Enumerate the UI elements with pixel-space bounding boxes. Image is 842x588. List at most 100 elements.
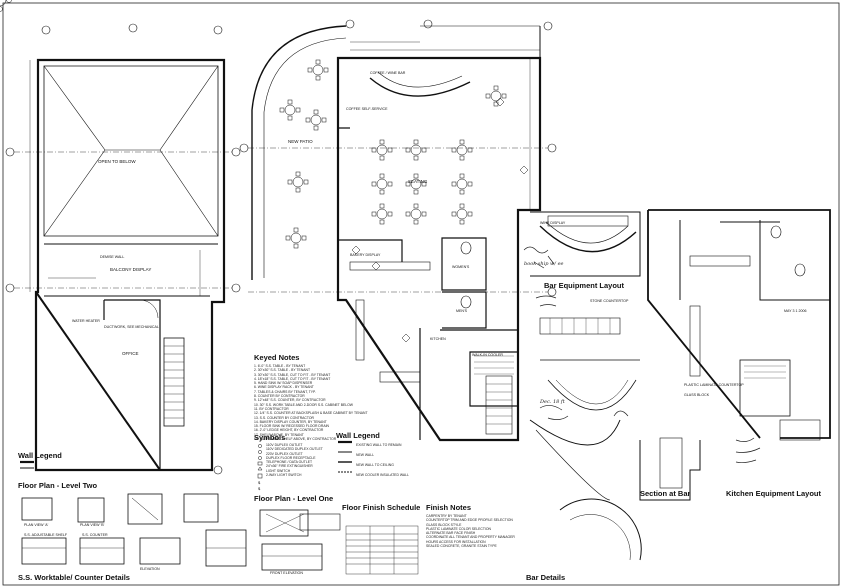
table-with-chairs (279, 99, 301, 121)
table-with-chairs (451, 203, 473, 225)
symbol-item: TELEPHONE / DATA OUTLET (266, 460, 313, 465)
keyed-note-bubbles (351, 97, 529, 343)
keyed-note-item: 3. 30"x30" S.S. TABLE, CUT TO FIT - BY T… (254, 372, 331, 377)
room-mens: MEN'S (456, 309, 468, 313)
label-date-stamp: MAY 3 1 2006 (784, 309, 807, 313)
keyed-note-item: 13. S.S. COUNTER BY CONTRACTOR (254, 415, 314, 420)
room-coffee-wine-bar: COFFEE / WINE BAR (370, 71, 406, 75)
room-seating: SEATING (408, 179, 428, 184)
floor-plan-level-one-drawing (239, 19, 557, 442)
symbol-item: 2-WAY LIGHT SWITCH (266, 473, 302, 478)
symbol-item: 110V DUPLEX OUTLET (266, 443, 303, 447)
keyed-note-item: 10. 30" S.S. WORK TABLE AND 2-DOOR S.S. … (254, 402, 353, 407)
label-front-elevation: FRONT ELEVATION (270, 571, 303, 575)
keyed-note-item: 5. HAND SINK W/ SOAP DISPENSER (254, 381, 313, 386)
room-womens: WOMEN'S (452, 265, 470, 269)
label-stone-countertop: STONE COUNTERTOP (590, 299, 629, 303)
table-with-chairs (371, 139, 393, 161)
table-with-chairs (405, 203, 427, 225)
wall-legend-item: NEW WALL TO CEILING (356, 463, 394, 467)
keyed-note-item: 14. BAKERY DISPLAY COUNTER, BY TENANT (254, 419, 327, 424)
room-open-to-below: OPEN TO BELOW (98, 159, 136, 164)
finish-note-item: SEALED CONCRETE, GRANITE STAIN TYPE (426, 544, 497, 549)
keyed-note-item: 7. TABLES & CHAIRS BY TENANT, TYP. (254, 389, 316, 394)
table-with-chairs (305, 109, 327, 131)
table-with-chairs (405, 139, 427, 161)
table-with-chairs (287, 171, 309, 193)
floor-finish-schedule-table (345, 525, 419, 575)
bar-equipment-layout-title: Bar Equipment Layout (544, 281, 625, 290)
keyed-note-item: 12. 1/4" S.S. COUNTER AT BACKSPLASH & BA… (254, 411, 368, 416)
room-new-patio: NEW PATIO (288, 139, 313, 144)
keyed-note-item: 4. 18"x18" S.S. TABLE, CUT TO FIT - BY T… (254, 376, 331, 381)
wall-legend-item: NEW WALL (356, 453, 374, 457)
label-plastic-laminate: PLASTIC LAMINATE COUNTERTOP (684, 383, 744, 387)
svg-text:$: $ (258, 480, 261, 485)
symbols-title: Symbols (254, 433, 286, 442)
symbol-item: 110V DEDICATED DUPLEX OUTLET (266, 447, 323, 452)
label-water-heater: WATER HEATER (72, 319, 100, 323)
handwritten-note-2: Dec. 18 ft (540, 399, 565, 405)
table-with-chairs (451, 139, 473, 161)
symbol-item: LIGHT SWITCH (266, 468, 291, 473)
label-plan-view-b: PLAN VIEW 'B' (80, 523, 105, 527)
symbol-item: 220V DUPLEX OUTLET (266, 451, 303, 456)
finish-note-item: COORDINATE ALL TENANT AND PROPERTY MANAG… (426, 535, 515, 540)
label-ss-adjustable-shelf: S.S. ADJUSTABLE SHELF (24, 533, 68, 537)
label-ductwork: DUCTWORK, SEE MECHANICAL (104, 325, 159, 329)
keyed-note-item: 18. SUSPENDED SHELF ABOVE, BY CONTRACTOR (254, 437, 337, 442)
kitchen-equipment-layout-title: Kitchen Equipment Layout (726, 489, 822, 498)
finish-note-item: PLASTIC LAMINATE COLOR SELECTION (426, 526, 491, 531)
finish-notes-title: Finish Notes (426, 503, 472, 512)
kitchen-equipment-layout-drawing (647, 209, 831, 441)
keyed-note-item: 8. COUNTER BY CONTRACTOR (254, 394, 305, 399)
keyed-note-item: 16. 2'-0" LEDGE HEIGHT, BY CONTRACTOR (254, 428, 324, 433)
symbol-item: DUPLEX FLOOR RECEPTACLE (266, 455, 316, 460)
finish-note-item: GLASS BLOCK STYLE (426, 522, 462, 527)
table-with-chairs (371, 173, 393, 195)
symbol-item: 24"x36" FIRE EXTINGUISHER (266, 464, 313, 469)
table-with-chairs (307, 59, 329, 81)
handwritten-markup (523, 246, 761, 464)
keyed-note-item: 1. 6'-0" S.S. TABLE - BY TENANT (254, 364, 306, 368)
floor-plan-level-two-drawing (5, 23, 241, 475)
room-wine-display: WINE DISPLAY (540, 221, 566, 225)
table-with-chairs (285, 227, 307, 249)
finish-note-item: ALTERNATE BAR FACE FINISH (426, 531, 476, 536)
room-office: OFFICE (122, 351, 139, 356)
label-plan-view-a: PLAN VIEW 'A' (24, 523, 49, 527)
ss-worktable-details-drawing (21, 493, 247, 567)
finish-note-item: COUNTERTOP TRIM AND EDGE PROFILE SELECTI… (426, 518, 513, 523)
symbol-icons: $ $ (257, 444, 263, 491)
wall-legend-left-title: Wall Legend (18, 451, 62, 460)
keyed-notes-title: Keyed Notes (254, 353, 300, 362)
label-elevation: ELEVATION (140, 567, 160, 571)
room-kitchen: KITCHEN (430, 337, 446, 341)
room-coffee-self-service: COFFEE SELF-SERVICE (346, 107, 388, 111)
keyed-note-item: 6. WINE DISPLAY RACK - BY TENANT (254, 385, 314, 390)
table-with-chairs (485, 85, 507, 107)
label-glass-block: GLASS BLOCK (684, 393, 710, 397)
finish-note-item: CARPENTRY BY TENANT (426, 514, 467, 518)
room-bakery-display: BAKERY DISPLAY (350, 253, 381, 257)
handwritten-note-1: book ship w/ ee (524, 261, 564, 267)
finish-note-item: HOURS ACCESS FOR INSTALLATION (426, 539, 486, 544)
floor-plan-level-two-title: Floor Plan - Level Two (18, 481, 98, 490)
label-ss-counter: S.S. COUNTER (82, 533, 108, 537)
table-with-chairs (371, 203, 393, 225)
keyed-note-item: 15. FLOOR SINK W/ RECESSED FLOOR DRAIN (254, 424, 329, 429)
wall-legend-swatches (20, 440, 352, 473)
wall-legend-item: EXISTING WALL TO REMAIN (356, 443, 402, 447)
room-balcony-display: BALCONY DISPLAY (110, 267, 152, 272)
bar-details-title: Bar Details (526, 573, 566, 582)
wall-legend-mid-title: Wall Legend (336, 431, 380, 440)
svg-text:$: $ (258, 486, 261, 491)
floor-finish-schedule-title: Floor Finish Schedule (342, 503, 421, 512)
keyed-note-item: 2. 30"x30" S.S. TABLE - BY TENANT (254, 368, 311, 373)
keyed-note-item: 17. SHELF ABOVE, BY TENANT (254, 432, 304, 437)
